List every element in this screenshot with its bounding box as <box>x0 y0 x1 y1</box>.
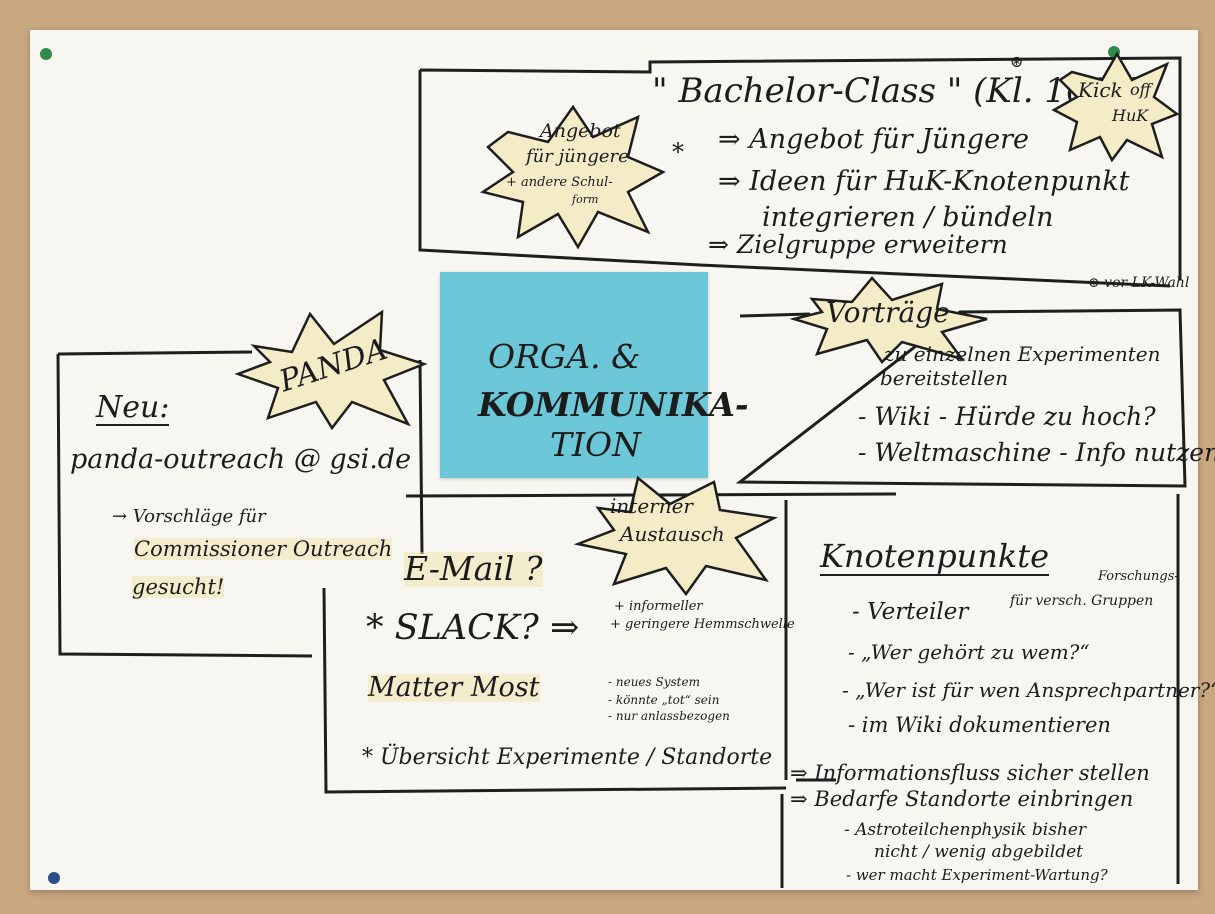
vortraege-item-3: - Wiki - Hürde zu hoch? <box>858 402 1156 431</box>
knoten-item-ansprechpartner: - „Wer ist für wen Ansprechpartner?“ <box>842 678 1215 702</box>
vortraege-burst-label: Vorträge <box>826 296 950 329</box>
panda-email: panda-outreach @ gsi.de <box>70 444 412 475</box>
sticky-note-line3: TION <box>550 425 641 464</box>
panda-neu-label: Neu: <box>96 390 170 426</box>
angebot-burst-line3: + andere Schul- <box>506 175 613 190</box>
sticky-note-line1: ORGA. & <box>488 337 641 376</box>
sticky-note-line2: KOMMUNIKA- <box>478 385 749 424</box>
sticky-note-center <box>440 272 708 478</box>
knoten-item-forschungs: Forschungs- <box>1098 569 1179 584</box>
knoten-title: Knotenpunkte <box>820 537 1050 576</box>
knoten-item-bedarfe: ⇒ Bedarfe Standorte einbringen <box>790 787 1134 811</box>
interner-overview: * Übersicht Experimente / Standorte <box>362 745 773 770</box>
vortraege-burst-shape <box>789 276 988 364</box>
interner-mattermost-note-1: - neues System <box>608 675 700 689</box>
panda-line-2: Commissioner Outreach <box>134 537 393 561</box>
vortraege-item-2: bereitstellen <box>880 366 1009 390</box>
knoten-item-astroteilchen: - Astroteilchenphysik bisher <box>844 820 1087 840</box>
pushpin-bottom-left <box>48 872 60 884</box>
bachelor-star: * <box>672 138 684 166</box>
panda-section-border <box>56 350 424 658</box>
interner-mattermost-note-2: - könnte „tot“ sein <box>608 693 720 707</box>
vortraege-item-1: zu einzelnen Experimenten <box>884 342 1161 366</box>
bachelor-item-3: integrieren / bündeln <box>762 202 1054 233</box>
kickoff-burst-line1: Kick <box>1078 78 1123 102</box>
vortraege-item-4: - Weltmaschine - Info nutzen <box>858 438 1215 467</box>
bachelor-footnote-mark: ⊛ <box>1010 52 1024 71</box>
knoten-item-verteiler: - Verteiler <box>852 599 969 625</box>
interner-burst-shape <box>573 475 778 597</box>
knoten-item-wartung: - wer macht Experiment-Wartung? <box>846 866 1108 884</box>
interner-slack-note-1: + informeller <box>614 599 703 614</box>
kickoff-burst-shape <box>1051 51 1180 163</box>
vortraege-section-border <box>735 308 1187 488</box>
angebot-burst-line4: form <box>572 193 599 206</box>
knoten-item-wiki: - im Wiki dokumentieren <box>848 713 1111 737</box>
bachelor-item-2: ⇒ Ideen für HuK-Knotenpunkt <box>718 166 1130 197</box>
bachelor-item-4: ⇒ Zielgruppe erweitern <box>708 230 1008 259</box>
bachelor-footnote: ⊛ vor LK-Wahl <box>1088 275 1190 291</box>
panda-burst-shape <box>234 309 428 431</box>
angebot-burst-line2: für jüngere <box>526 146 629 167</box>
knoten-section-border <box>780 494 1180 888</box>
knoten-item-abgebildet: nicht / wenig abgebildet <box>874 842 1083 862</box>
interner-slack: * SLACK? ⇒ <box>366 608 580 648</box>
interner-burst-line2: Austausch <box>620 522 725 546</box>
angebot-burst-shape <box>479 104 666 250</box>
interner-mattermost: Matter Most <box>368 672 540 703</box>
knoten-item-informationsfluss: ⇒ Informationsfluss sicher stellen <box>790 761 1150 785</box>
knoten-item-wer-gehoert: - „Wer gehört zu wem?“ <box>848 640 1090 664</box>
interner-mattermost-note-3: - nur anlassbezogen <box>608 709 730 723</box>
interner-email: E-Mail ? <box>404 549 543 588</box>
panda-line-1: → Vorschläge für <box>112 506 266 527</box>
panda-line-3: gesucht! <box>132 575 225 599</box>
bachelor-section-border <box>418 56 1182 288</box>
interner-burst-line1: interner <box>610 494 693 518</box>
bachelor-item-1: ⇒ Angebot für Jüngere <box>718 124 1029 155</box>
interner-slack-note-2: + geringere Hemmschwelle <box>610 617 795 632</box>
kickoff-burst-line2: off <box>1130 80 1151 99</box>
angebot-burst-line1: Angebot <box>540 120 621 142</box>
pushpin-top-left <box>40 48 52 60</box>
kickoff-burst-line3: HuK <box>1112 106 1149 125</box>
knoten-item-gruppen: für versch. Gruppen <box>1010 593 1154 609</box>
